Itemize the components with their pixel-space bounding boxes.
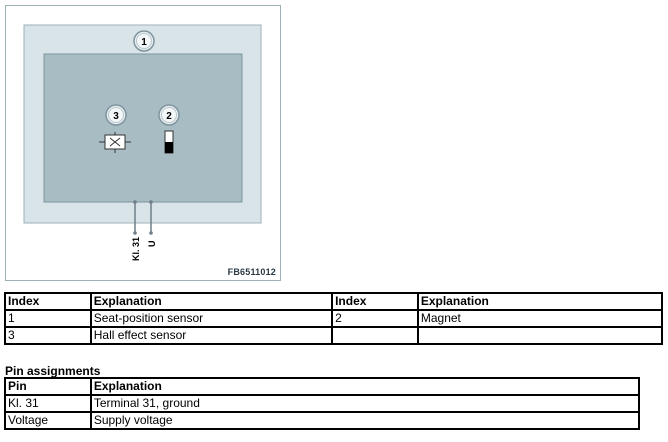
table-cell [416,326,664,345]
table-row: 1 Seat-position sensor 2 Magnet [4,309,664,328]
table-cell: Seat-position sensor [89,309,334,328]
diagram-frame: 1 3 2 [5,5,281,281]
column-header: Explanation [89,377,641,396]
table-cell: Kl. 31 [4,394,92,413]
column-header: Explanation [416,292,664,311]
index-table-header: Index Explanation Index Explanation [4,292,664,311]
callout-3: 3 [105,104,127,126]
callout-3-label: 3 [113,111,119,122]
index-table: Index Explanation Index Explanation 1 Se… [4,292,664,345]
pin-assignments-title: Pin assignments [5,364,101,378]
table-cell: 2 [331,309,419,328]
pin-table-header: Pin Explanation [4,377,641,396]
callout-1-label: 1 [141,37,147,48]
table-cell: Voltage [4,411,92,430]
table-cell: Supply voltage [89,411,641,430]
connector-wires [133,200,153,235]
callout-2-label: 2 [166,111,172,122]
pin-table: Pin Explanation Kl. 31 Terminal 31, grou… [4,377,641,430]
table-row: Kl. 31 Terminal 31, ground [4,394,641,413]
sensor-board [43,53,243,203]
table-cell [331,326,419,345]
table-cell: 1 [4,309,92,328]
table-row: Voltage Supply voltage [4,411,641,430]
table-cell: Terminal 31, ground [89,394,641,413]
magnet-symbol [164,130,174,154]
callout-1: 1 [133,30,155,52]
table-cell: 3 [4,326,92,345]
figure-code: FB6511012 [227,267,276,277]
column-header: Index [4,292,92,311]
table-cell: Magnet [416,309,664,328]
pin-label-u: U [147,241,157,248]
table-row: 3 Hall effect sensor [4,326,664,345]
pin-label-kl31: Kl. 31 [131,237,141,261]
column-header: Pin [4,377,92,396]
column-header: Index [331,292,419,311]
table-cell: Hall effect sensor [89,326,334,345]
callout-2: 2 [158,104,180,126]
hall-sensor-symbol [99,132,131,153]
column-header: Explanation [89,292,334,311]
sensor-diagram: 1 3 2 [23,24,262,261]
